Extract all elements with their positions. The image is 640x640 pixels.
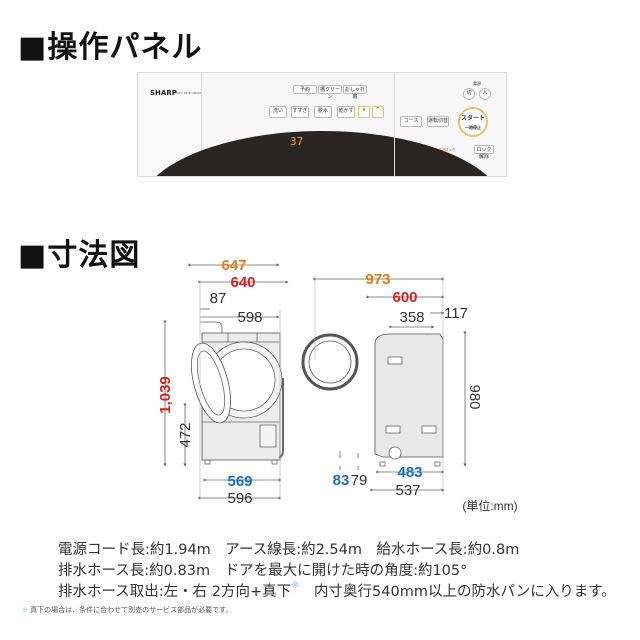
front-width-640: 640 [230, 274, 255, 291]
side-980: 980 [466, 384, 483, 409]
door-lock-label: ドアロック [438, 148, 456, 152]
wash-button[interactable]: 洗い [269, 106, 287, 118]
front-height-1039: 1,039 [157, 376, 174, 414]
spec-line-1: 電源コード長:約1.94m アース線長:約2.54m 給水ホース長:約0.8m [58, 542, 520, 558]
front-view-washer [191, 321, 284, 465]
rinse-button[interactable]: すすぎ [291, 106, 309, 118]
spec-line-3: 排水ホース取出:左・右 2方向+真下 [58, 584, 292, 600]
side-79: 79 [351, 472, 368, 489]
power-label: 電源 [473, 81, 481, 86]
down-button[interactable]: v [358, 106, 370, 118]
side-117: 117 [444, 305, 468, 322]
model-label: ES-Y [468, 165, 475, 169]
front-596: 596 [227, 490, 252, 507]
timer-button[interactable]: 予約 [293, 85, 317, 94]
side-973: 973 [365, 271, 390, 288]
side-483: 483 [397, 464, 422, 481]
side-depth-600: 600 [392, 289, 417, 306]
lock-release-button[interactable]: ロック解除 [474, 145, 494, 160]
series-label: JUSTY SIDE DRUM [174, 91, 201, 95]
spin-button[interactable]: 脱水 [314, 106, 332, 118]
tub-clean-button[interactable]: 槽クリーン [318, 85, 342, 100]
side-83: 83 [333, 472, 350, 489]
spec-asterisk: ※ [291, 580, 300, 591]
front-598: 598 [237, 309, 262, 326]
spec-line-3b: 内寸奥行540mm以上の防水パンに入ります。 [299, 584, 616, 600]
side-view-washer [301, 333, 444, 467]
side-537: 537 [395, 482, 420, 499]
up-button[interactable]: ^ [372, 106, 384, 118]
brand-logo: SHARP [150, 89, 177, 97]
start-button[interactable]: スタート一時停止 [458, 107, 488, 137]
dimensions-section-title: ■寸法図 [18, 238, 141, 273]
front-87: 87 [210, 290, 227, 307]
course-button[interactable]: コース [400, 116, 422, 127]
start-label: スタート [460, 115, 485, 122]
dry-button[interactable]: 乾かす [337, 106, 355, 118]
control-panel-image: SHARP JUSTY SIDE DRUM 37 予約 槽クリーン おしゃれ着 … [137, 72, 507, 177]
power-off-button[interactable]: 切 [463, 88, 475, 100]
display-readout: 37 [290, 135, 304, 148]
pause-label: 一時停止 [465, 125, 481, 130]
footnote-text: 真下の場合は、条件に合わせて別売のサービス部品が必要です。 [30, 606, 233, 614]
front-569: 569 [227, 473, 252, 490]
front-472: 472 [177, 422, 194, 447]
panel-section-title: ■操作パネル [18, 30, 203, 65]
front-depth-647: 647 [221, 257, 246, 274]
delicate-button[interactable]: おしゃれ着 [343, 85, 367, 100]
side-358: 358 [399, 309, 424, 326]
unit-label: (単位:mm) [462, 498, 517, 513]
power-on-button[interactable]: 入 [479, 88, 491, 100]
spec-line-2: 排水ホース長:約0.83m ドアを最大に開けた時の角度:約105° [58, 563, 468, 579]
footnote-asterisk: ※ [22, 606, 28, 614]
footnote: ※ 真下の場合は、条件に合わせて別売のサービス部品が必要です。 [22, 605, 232, 615]
mode-button[interactable]: 運転切替 [427, 116, 449, 127]
